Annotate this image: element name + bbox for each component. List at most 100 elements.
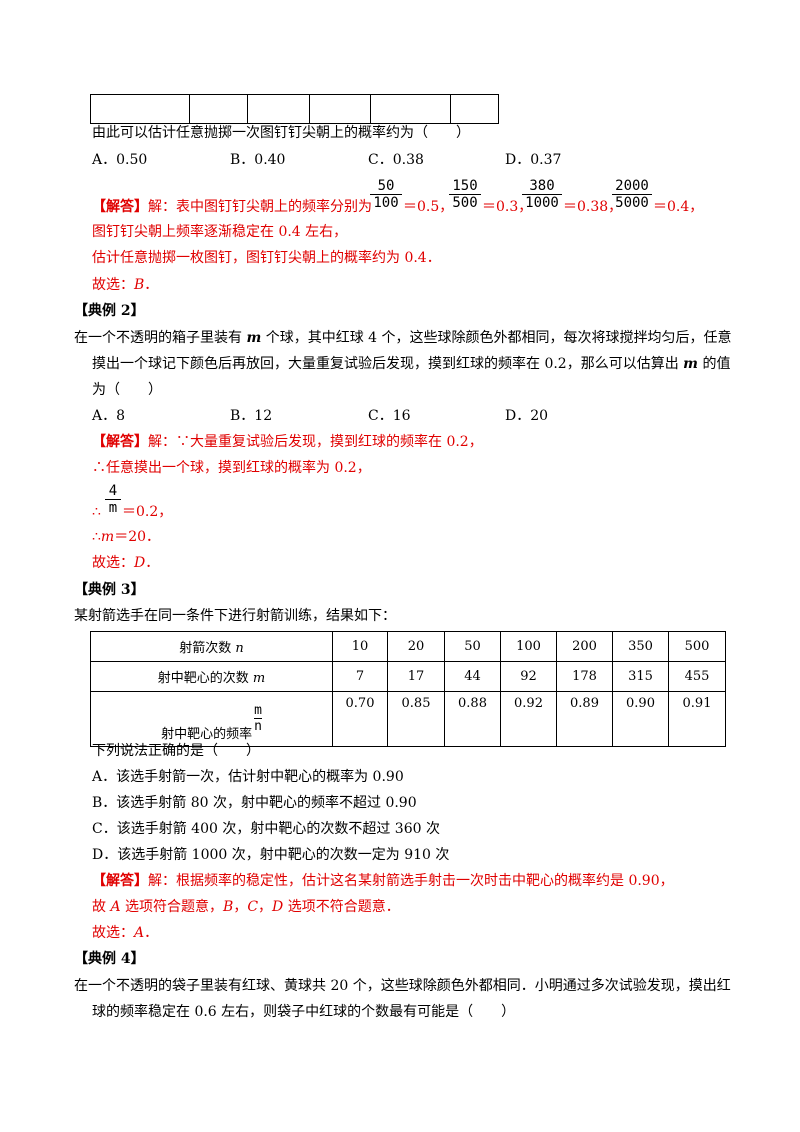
table-cell: 17 — [387, 661, 445, 692]
question-stem: 在一个不透明的箱子里装有 m 个球，其中红球 4 个，这些球除颜色外都相同，每次… — [74, 328, 732, 348]
table-cell: 7 — [332, 661, 388, 692]
choice-letter: D — [134, 555, 146, 571]
fraction-denominator: 1000 — [525, 195, 559, 211]
option-letter: C — [247, 899, 259, 915]
option-letter: D — [272, 899, 284, 915]
answer-text: 解：根据频率的稳定性，估计这名某射箭选手射击一次时击中靶心的概率约是 0.90， — [148, 873, 674, 889]
table-cell: 500 — [668, 631, 726, 662]
choice-suffix: ． — [145, 555, 160, 571]
choice-letter: A — [134, 925, 145, 941]
stem-text: 个球，其中红球 4 个，这些球除颜色外都相同，每次将球搅拌均匀后，任意 — [261, 330, 732, 346]
archery-table: 射箭次数 n 10 20 50 100 200 350 500 射中靶心的次数 … — [90, 631, 726, 747]
fraction: 380 1000 — [522, 178, 562, 212]
option-letter: B — [223, 899, 234, 915]
answer-text: 选项符合题意， — [120, 899, 224, 915]
fraction-result: ＝0.5， — [403, 199, 454, 215]
fraction-denominator: m — [108, 500, 118, 516]
table-cell: 92 — [500, 661, 557, 692]
fraction-denominator: 500 — [452, 195, 478, 211]
variable: m — [252, 671, 266, 686]
option-c: C．16 — [368, 408, 411, 424]
answer-text: 解：∵大量重复试验后发现，摸到红球的频率在 0.2， — [148, 434, 483, 450]
answer-line: ∴m＝20． — [92, 527, 160, 547]
fraction-result: ＝0.4， — [653, 199, 704, 215]
option-c: C．0.38 — [368, 152, 424, 168]
option-letter: A — [110, 899, 121, 915]
fraction: 150 500 — [449, 178, 481, 212]
option-a: A．8 — [92, 408, 126, 424]
table-cell: 0.70 — [332, 691, 388, 747]
question-stem: 下列说法正确的是（ ） — [92, 743, 260, 759]
table-cell: 10 — [332, 631, 388, 662]
table-cell: 350 — [612, 631, 669, 662]
answer-choice: 故选：B． — [92, 275, 158, 295]
answer-line: 图钉钉尖朝上频率逐渐稳定在 0.4 左右， — [92, 224, 348, 240]
row-header: 射箭次数 n — [90, 631, 333, 662]
therefore-symbol: ∴ — [92, 504, 101, 520]
question-stem: 球的频率稳定在 0.6 左右，则袋子中红球的个数最有可能是（ ） — [92, 1004, 516, 1020]
fraction-numerator: 2000 — [612, 178, 652, 195]
answer-line: ∴任意摸出一个球，摸到红球的概率为 0.2， — [92, 460, 371, 476]
table-row: 射箭次数 n 10 20 50 100 200 350 500 — [90, 631, 726, 662]
table-cell: 0.85 — [387, 691, 445, 747]
question-stem: 某射箭选手在同一条件下进行射箭训练，结果如下： — [74, 608, 396, 624]
fraction-numerator: 4 — [105, 483, 121, 500]
table-cell — [309, 94, 371, 124]
fraction-result: ＝0.38， — [563, 199, 623, 215]
table-cell — [370, 94, 451, 124]
fraction-numerator: m — [254, 703, 262, 719]
table-cell: 0.88 — [444, 691, 501, 747]
example-heading: 【典例 4】 — [74, 951, 145, 967]
row-label: 射中靶心的次数 — [157, 671, 253, 686]
fraction-numerator: 150 — [449, 178, 481, 195]
answer-label: 【解答】 — [92, 199, 148, 215]
row-header: 射中靶心的次数 m — [90, 661, 333, 692]
answer-line: 【解答】解：表中图钉钉尖朝上的频率分别为 — [92, 197, 372, 217]
choice-prefix: 故选： — [92, 555, 134, 571]
table-cell: 50 — [444, 631, 501, 662]
answer-line: 估计任意抛掷一枚图钉，图钉钉尖朝上的概率约为 0.4． — [92, 250, 441, 266]
choice-suffix: ． — [144, 277, 159, 293]
option-a: A．该选手射箭一次，估计射中靶心的概率为 0.90 — [92, 769, 404, 785]
fraction-numerator: 380 — [522, 178, 562, 195]
table-cell: 0.91 — [668, 691, 726, 747]
fraction-denominator: 100 — [373, 195, 399, 211]
option-a: A．0.50 — [92, 152, 148, 168]
table-cell: 200 — [556, 631, 613, 662]
answer-text: 解：表中图钉钉尖朝上的频率分别为 — [148, 199, 372, 215]
answer-choice: 故选：A． — [92, 923, 158, 943]
answer-label: 【解答】 — [92, 434, 148, 450]
variable: m — [100, 529, 115, 545]
table-cell: 0.89 — [556, 691, 613, 747]
fraction-numerator: 50 — [370, 178, 402, 195]
answer-line: ∴ — [92, 502, 101, 522]
answer-text: 选项不符合题意． — [283, 899, 400, 915]
option-b: B．0.40 — [230, 152, 286, 168]
answer-line: 故 A 选项符合题意，B，C，D 选项不符合题意． — [92, 897, 400, 917]
option-b: B．该选手射箭 80 次，射中靶心的频率不超过 0.90 — [92, 795, 417, 811]
table-row — [90, 94, 499, 124]
table-cell — [90, 94, 190, 124]
stem-text: 的值 — [698, 356, 731, 372]
row-label: 射中靶心的频率 — [161, 727, 253, 742]
fraction-denominator: 5000 — [615, 195, 649, 211]
option-c: C．该选手射箭 400 次，射中靶心的次数不超过 360 次 — [92, 821, 440, 837]
choice-letter: B — [134, 277, 145, 293]
answer-text: ， — [258, 899, 273, 915]
fraction-denominator: n — [254, 719, 262, 734]
variable: m — [683, 356, 698, 372]
option-d: D．20 — [505, 408, 549, 424]
stem-text: 在一个不透明的箱子里装有 — [74, 330, 247, 346]
stem-text: 摸出一个球记下颜色后再放回，大量重复试验后发现，摸到红球的频率在 0.2，那么可… — [92, 356, 684, 372]
question-stem: 为（ ） — [92, 382, 162, 398]
choice-prefix: 故选： — [92, 277, 134, 293]
fraction: 50 100 — [370, 178, 402, 212]
table-cell: 0.92 — [500, 691, 557, 747]
answer-line: 【解答】解：∵大量重复试验后发现，摸到红球的频率在 0.2， — [92, 432, 483, 452]
question-stem: 由此可以估计任意抛掷一次图钉钉尖朝上的概率约为（ ） — [92, 125, 470, 141]
table-row: 射中靶心的次数 m 7 17 44 92 178 315 455 — [90, 661, 726, 692]
